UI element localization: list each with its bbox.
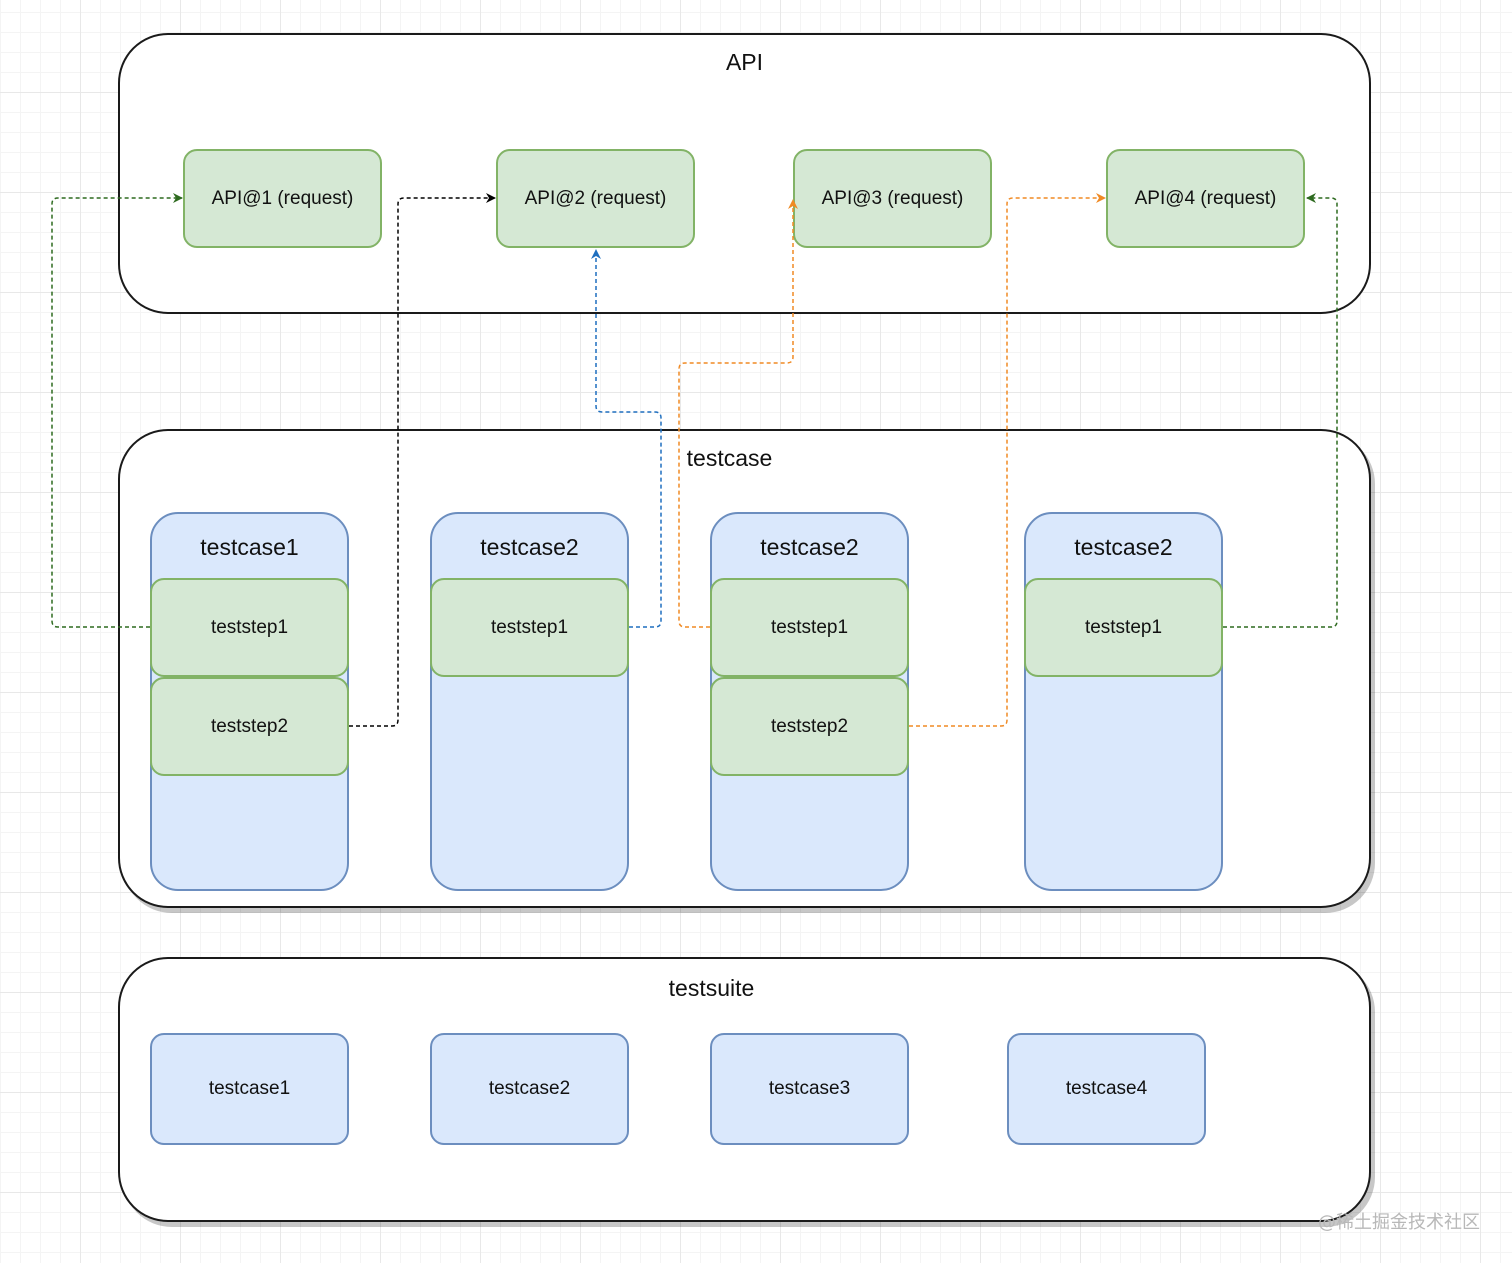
api3-request-box[interactable]: API@3 (request) [793, 149, 992, 248]
lane-1-teststep-2[interactable]: teststep2 [150, 677, 349, 776]
suite-testcase-2[interactable]: testcase2 [430, 1033, 629, 1145]
testcase-lane-2[interactable]: testcase2 [430, 512, 629, 891]
api1-request-box[interactable]: API@1 (request) [183, 149, 382, 248]
suite-testcase-3[interactable]: testcase3 [710, 1033, 909, 1145]
api2-request-box[interactable]: API@2 (request) [496, 149, 695, 248]
testcase-lane-4-title: testcase2 [1074, 534, 1173, 560]
testcase-lane-2-title: testcase2 [480, 534, 579, 560]
suite-testcase-1[interactable]: testcase1 [150, 1033, 349, 1145]
testsuite-group-title: testsuite [668, 975, 755, 1001]
testcase-lane-3-title: testcase2 [760, 534, 859, 560]
testcase-lane-4[interactable]: testcase2 [1024, 512, 1223, 891]
suite-testcase-4[interactable]: testcase4 [1007, 1033, 1206, 1145]
lane-1-teststep-1[interactable]: teststep1 [150, 578, 349, 677]
lane-3-teststep-1[interactable]: teststep1 [710, 578, 909, 677]
lane-4-teststep-1[interactable]: teststep1 [1024, 578, 1223, 677]
lane-2-teststep-1[interactable]: teststep1 [430, 578, 629, 677]
testcase-group-title: testcase [686, 445, 773, 471]
testcase-lane-1-title: testcase1 [200, 534, 299, 560]
api4-request-box[interactable]: API@4 (request) [1106, 149, 1305, 248]
api-group-title: API [725, 49, 764, 75]
watermark: @稀土掘金技术社区 [1318, 1212, 1480, 1233]
lane-3-teststep-2[interactable]: teststep2 [710, 677, 909, 776]
